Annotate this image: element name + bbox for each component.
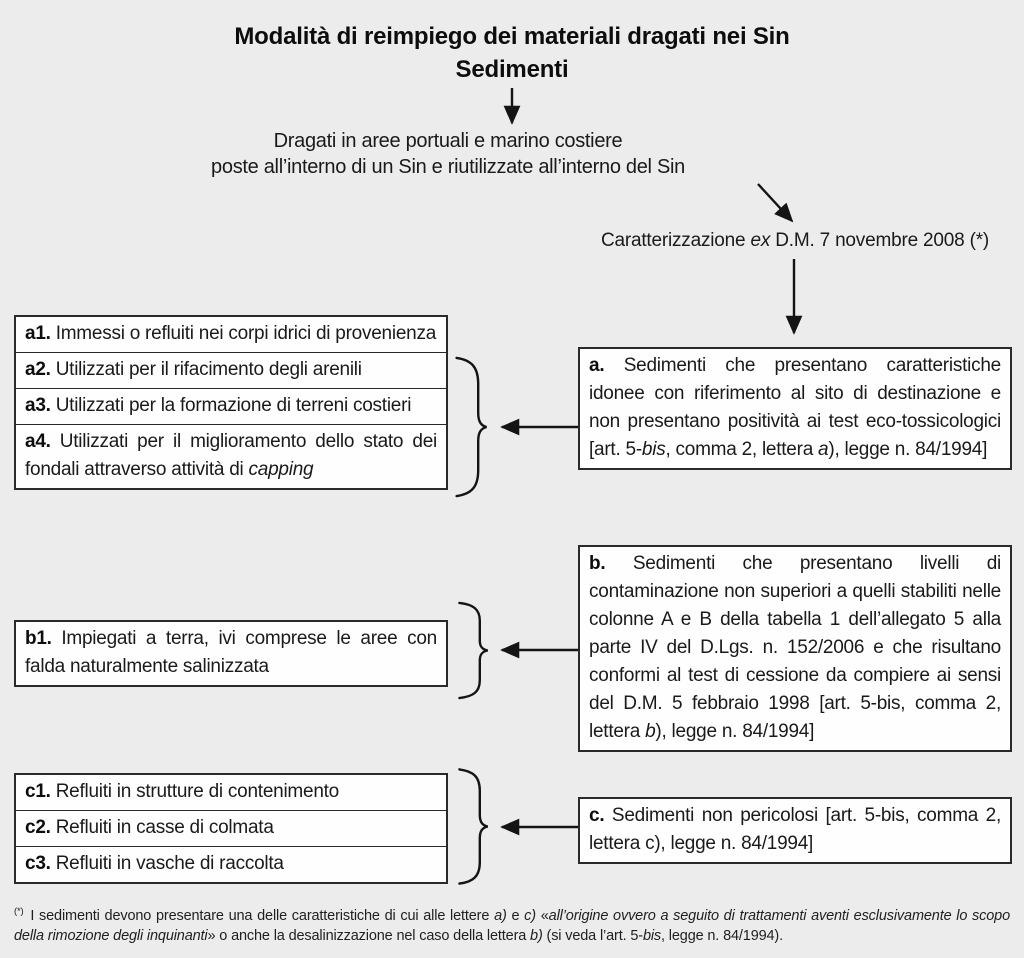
criteria-c-label: c. [589,805,605,826]
criteria-a-label: a. [589,355,605,376]
criteria-b-label: b. [589,553,606,574]
criteria-c-text: Sedimenti non pericolosi [art. 5-bis, co… [589,805,1001,854]
option-c3-text: Refluiti in vasche di raccolta [50,853,284,874]
option-a1-label: a1. [25,323,51,344]
option-c2-text: Refluiti in casse di colmata [50,817,274,838]
arrow-title-to-source-icon [503,88,521,125]
option-a2-text: Utilizzati per il rifacimento degli aren… [50,359,362,380]
option-c1-label: c1. [25,781,51,802]
brace-curve [457,358,487,496]
characterization-text: Caratterizzazione ex D.M. 7 novembre 200… [600,230,990,251]
footnote: (*) I sedimenti devono presentare una de… [14,902,1010,946]
arrow-source-to-characterization-icon [757,183,794,223]
option-a4-label: a4. [25,431,51,452]
brace-c-icon [456,767,490,886]
options-box-b: b1. Impiegati a terra, ivi comprese le a… [14,620,448,687]
source-line2: poste all’interno di un Sin e riutilizza… [211,156,685,178]
option-a3-label: a3. [25,395,51,416]
footnote-marker: (*) [14,906,24,917]
option-a2-label: a2. [25,359,51,380]
options-box-c: c1. Refluiti in strutture di conteniment… [14,773,448,884]
footnote-text: I sedimenti devono presentare una delle … [14,907,1011,944]
page-title-line1: Modalità di reimpiego dei materiali drag… [234,23,790,50]
option-b1: b1. Impiegati a terra, ivi comprese le a… [16,622,446,685]
options-box-a: a1. Immessi o refluiti nei corpi idrici … [14,315,448,490]
option-b1-label: b1. [25,628,52,649]
option-a1-text: Immessi o refluiti nei corpi idrici di p… [50,323,437,344]
criteria-box-b: b. Sedimenti che presentano livelli di c… [578,545,1012,752]
brace-curve [459,769,487,883]
option-c3-label: c3. [25,853,51,874]
brace-a-icon [453,355,489,499]
arrow-characterization-to-criteria-a-icon [785,259,803,335]
criteria-box-a: a. Sedimenti che presentano caratteristi… [578,347,1012,470]
option-a2: a2. Utilizzati per il rifacimento degli … [16,352,446,388]
option-a4-text: Utilizzati per il miglioramento dello st… [25,431,437,480]
brace-b-icon [456,601,490,700]
page-title-line2: Sedimenti [455,56,569,83]
arrow-criteria-a-to-options-icon [500,418,578,436]
option-c3: c3. Refluiti in vasche di raccolta [16,846,446,882]
option-a3: a3. Utilizzati per la formazione di terr… [16,388,446,424]
option-a4: a4. Utilizzati per il miglioramento dell… [16,424,446,488]
arrow-criteria-b-to-options-icon [500,641,578,659]
page-title: Modalità di reimpiego dei materiali drag… [0,20,1024,86]
criteria-box-c: c. Sedimenti non pericolosi [art. 5-bis,… [578,797,1012,864]
option-a3-text: Utilizzati per la formazione di terreni … [50,395,412,416]
option-c1-text: Refluiti in strutture di contenimento [50,781,340,802]
option-b1-text: Impiegati a terra, ivi comprese le aree … [25,628,437,677]
characterization-label: Caratterizzazione ex D.M. 7 novembre 200… [575,230,1015,252]
option-c2: c2. Refluiti in casse di colmata [16,810,446,846]
criteria-a-text: Sedimenti che presentano caratteristiche… [589,355,1001,460]
option-c2-label: c2. [25,817,51,838]
option-a1: a1. Immessi o refluiti nei corpi idrici … [16,317,446,352]
criteria-b-text: Sedimenti che presentano livelli di cont… [589,553,1001,742]
source-description: Dragati in aree portuali e marino costie… [0,128,896,180]
source-line1: Dragati in aree portuali e marino costie… [273,130,623,152]
brace-curve [459,603,487,698]
arrow-criteria-c-to-options-icon [500,818,578,836]
option-c1: c1. Refluiti in strutture di conteniment… [16,775,446,810]
